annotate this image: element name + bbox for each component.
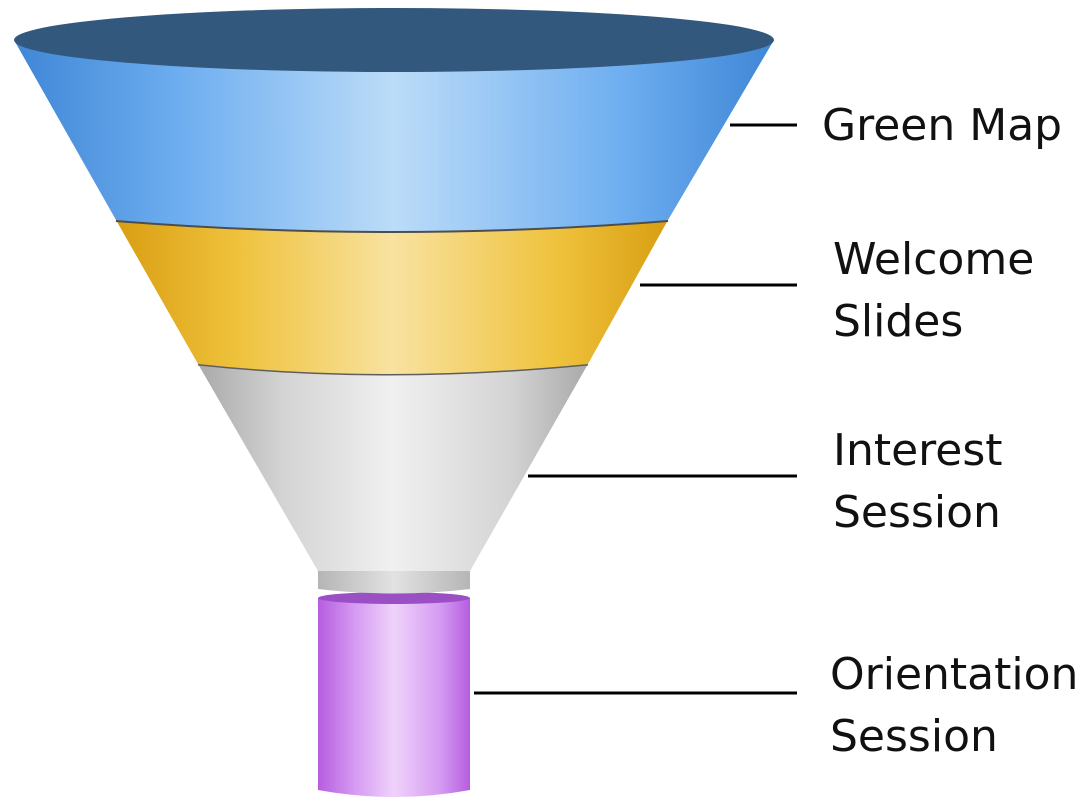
- funnel-stage-orientation-session: [318, 592, 470, 797]
- label-interest-session-line-2: Session: [833, 487, 1001, 538]
- funnel-stage-welcome-slides: [115, 218, 669, 374]
- label-welcome-slides-line-2: Slides: [833, 296, 964, 347]
- label-orientation-session: Orientation Session: [830, 644, 1078, 768]
- funnel-stage-interest-session: [197, 362, 589, 594]
- label-green-map: Green Map: [822, 95, 1062, 157]
- label-welcome-slides: Welcome Slides: [833, 229, 1034, 353]
- label-green-map-line-1: Green Map: [822, 100, 1063, 151]
- funnel-stage-green-map: [14, 8, 774, 231]
- label-orientation-session-line-1: Orientation: [830, 649, 1079, 700]
- label-interest-session: Interest Session: [833, 420, 1003, 544]
- label-interest-session-line-1: Interest: [833, 425, 1003, 476]
- label-orientation-session-line-2: Session: [830, 711, 998, 762]
- label-welcome-slides-line-1: Welcome: [833, 234, 1035, 285]
